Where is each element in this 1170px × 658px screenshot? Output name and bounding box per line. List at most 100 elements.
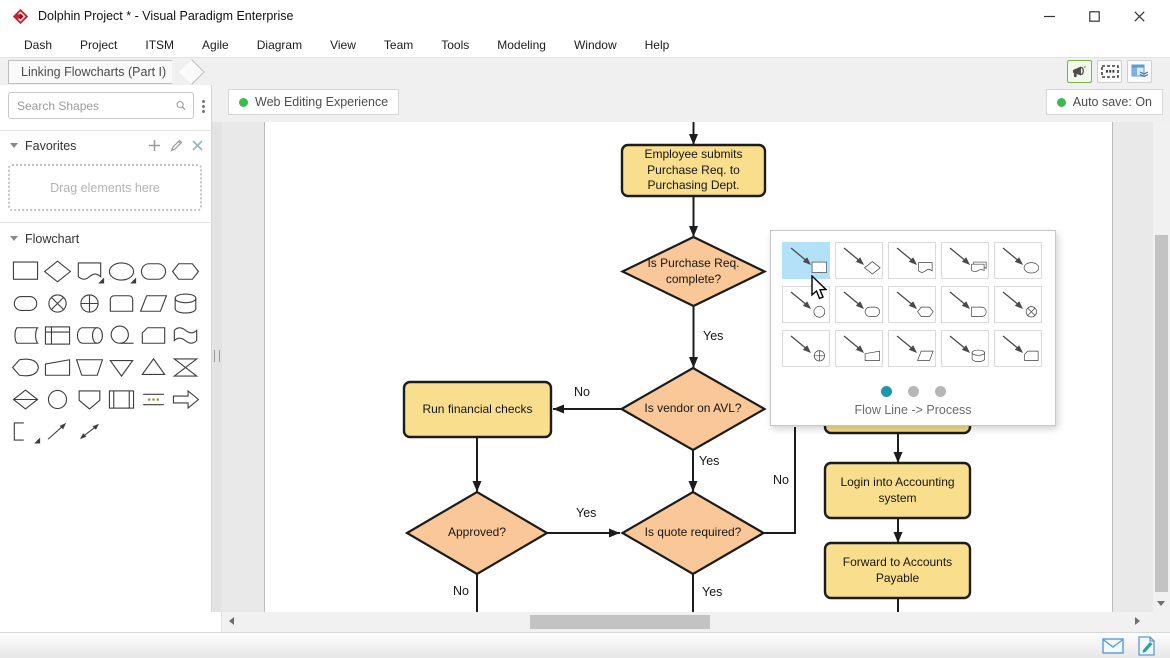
palette-shape-predefined-process[interactable] [105,383,137,415]
close-icon[interactable] [192,140,203,151]
palette-shape-terminator[interactable] [137,255,169,287]
fit-selection-button[interactable] [1097,60,1122,83]
palette-shape-decision[interactable] [41,255,73,287]
palette-shape-data[interactable] [137,287,169,319]
catalog-cell-connector[interactable] [782,286,830,323]
edit-pencil-icon[interactable] [170,139,183,152]
add-favorite-icon[interactable] [148,139,161,152]
palette-shape-extract[interactable] [137,351,169,383]
minimize-button[interactable] [1027,0,1072,32]
favorites-section-header[interactable]: Favorites [0,133,211,158]
palette-shape-card[interactable] [137,319,169,351]
favorites-title: Favorites [25,138,77,153]
menu-item-dash[interactable]: Dash [24,37,53,52]
menu-item-modeling[interactable]: Modeling [497,37,546,52]
search-input[interactable] [9,98,176,113]
palette-shape-sort[interactable] [9,383,41,415]
chevron-down-icon [10,236,18,241]
divider [0,130,212,131]
present-megaphone-button[interactable] [1067,60,1092,83]
document-edit-icon[interactable] [1138,636,1156,656]
menu-item-window[interactable]: Window [573,37,617,52]
tab-arrow-tail [179,59,205,85]
palette-shape-oval[interactable] [105,255,137,287]
scroll-left-icon[interactable] [229,617,234,625]
palette-shape-direct-access-storage[interactable] [73,319,105,351]
palette-shape-line-arrow[interactable] [41,415,73,447]
autosave-badge[interactable]: Auto save: On [1045,89,1163,115]
catalog-page-dot-1[interactable] [880,386,892,397]
palette-shape-paper-tape[interactable] [169,319,201,351]
palette-shape-document[interactable] [73,255,105,287]
palette-shape-flow-bracket[interactable] [9,415,41,447]
catalog-cell-preparation[interactable] [888,286,936,323]
web-editing-label: Web Editing Experience [255,95,389,109]
menu-item-diagram[interactable]: Diagram [256,37,303,52]
catalog-cell-multi-document[interactable] [941,242,989,279]
palette-shape-transfer-arrow[interactable] [169,383,201,415]
palette-shape-sequential-access[interactable] [105,319,137,351]
catalog-cell-process[interactable] [782,242,830,279]
palette-shape-terminator2[interactable] [9,287,41,319]
divider [0,222,212,223]
tab-linking-flowcharts[interactable]: Linking Flowcharts (Part I) [8,60,173,84]
menu-item-team[interactable]: Team [383,37,414,52]
catalog-cell-card[interactable] [994,330,1042,367]
sidebar-menu-icon[interactable] [198,94,208,118]
palette-shape-merge[interactable] [105,351,137,383]
catalog-cell-database[interactable] [941,330,989,367]
palette-shape-collate[interactable] [169,351,201,383]
palette-shape-stored-data[interactable] [9,319,41,351]
menu-item-view[interactable]: View [330,37,356,52]
palette-shape-preparation[interactable] [169,255,201,287]
catalog-cell-summing-junction[interactable] [782,330,830,367]
catalog-cell-or[interactable] [994,286,1042,323]
flowchart-title: Flowchart [25,231,80,246]
palette-shape-connector[interactable] [41,383,73,415]
panel-layers-icon [1131,64,1148,78]
catalog-cell-decision[interactable] [835,242,883,279]
favorites-dropzone[interactable]: Drag elements here [8,164,202,211]
palette-shape-process[interactable] [9,255,41,287]
maximize-button[interactable] [1072,0,1117,32]
palette-shape-off-page-connector[interactable] [73,383,105,415]
palette-shape-manual-input[interactable] [41,351,73,383]
catalog-cell-terminator[interactable] [835,286,883,323]
menu-bar: Dash Project ITSM Agile Diagram View Team Tools… [0,32,1170,57]
menu-item-project[interactable]: Project [80,37,118,52]
horizontal-scroll-thumb[interactable] [530,615,710,629]
palette-shape-delay-dots[interactable] [137,383,169,415]
catalog-cell-oval[interactable] [994,242,1042,279]
palette-shape-double-arrow[interactable] [73,415,105,447]
catalog-cell-data[interactable] [888,330,936,367]
tab-label: Linking Flowcharts (Part I) [21,65,167,79]
menu-item-tools[interactable]: Tools [441,37,470,52]
menu-item-help[interactable]: Help [644,37,670,52]
scroll-right-icon[interactable] [1135,617,1140,625]
palette-shape-card-round-top[interactable] [105,287,137,319]
catalog-cell-document[interactable] [888,242,936,279]
horizontal-scrollbar[interactable] [222,612,1170,632]
catalog-cell-delay[interactable] [941,286,989,323]
menu-item-agile[interactable]: Agile [202,37,229,52]
flowchart-shape-palette [9,255,203,447]
diagram-canvas[interactable]: Employee submits Purchase Req. to Purcha… [222,122,1153,612]
palette-shape-summing-junction[interactable] [73,287,105,319]
close-button[interactable] [1117,0,1162,32]
vertical-scrollbar[interactable] [1153,122,1170,612]
mail-icon[interactable] [1102,638,1124,654]
flowchart-section-header[interactable]: Flowchart [0,226,211,251]
catalog-page-dot-2[interactable] [907,386,919,397]
catalog-cell-manual-input[interactable] [835,330,883,367]
menu-item-itsm[interactable]: ITSM [145,37,175,52]
palette-shape-display[interactable] [9,351,41,383]
scroll-down-icon[interactable] [1157,601,1165,606]
palette-shape-internal-storage[interactable] [41,319,73,351]
palette-shape-manual-operation[interactable] [73,351,105,383]
catalog-page-dot-3[interactable] [934,386,946,397]
panel-view-button[interactable] [1127,60,1152,83]
palette-shape-or[interactable] [41,287,73,319]
sidebar-splitter[interactable] [212,122,222,612]
palette-shape-database[interactable] [169,287,201,319]
vertical-scroll-thumb[interactable] [1155,235,1168,592]
